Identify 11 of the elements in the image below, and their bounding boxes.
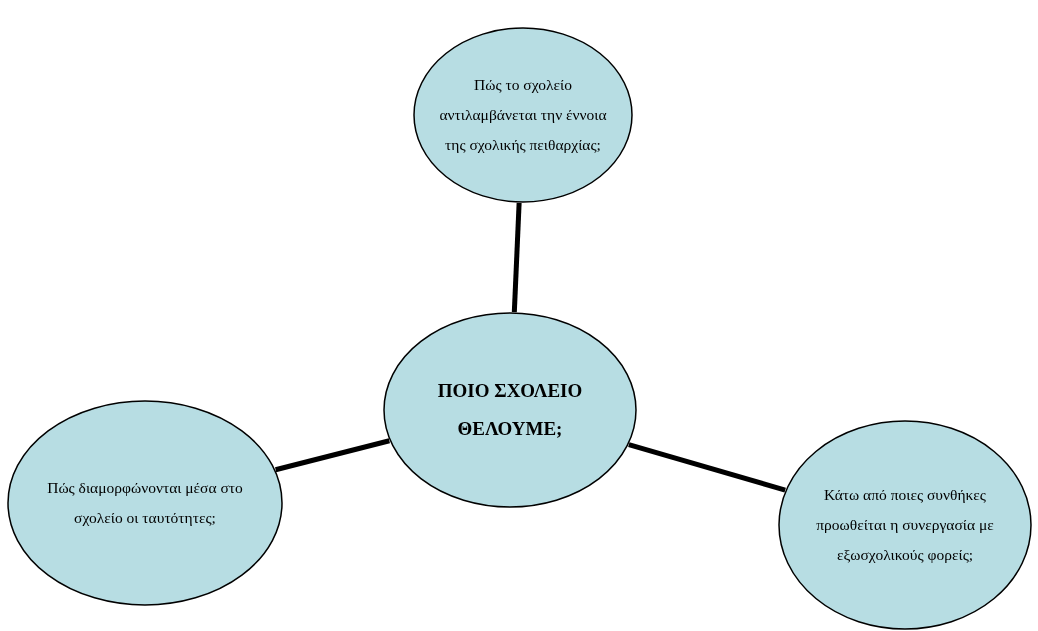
node-text: Πώς το σχολείο αντιλαμβάνεται την έννοια της σχολικής πειθαρχίας; xyxy=(438,75,608,155)
connector-line xyxy=(275,438,390,473)
ellipse-node xyxy=(413,27,633,203)
node-title: ΠΟΙΟ ΣΧΟΛΕΙΟ ΘΕΛΟΥΜΕ; xyxy=(436,379,584,441)
connector-line xyxy=(511,202,522,313)
connector-line xyxy=(628,442,786,493)
node-text: Κάτω από ποιες συνθήκες προωθείται η συνεργασία με εξωσχολικούς φορείς; xyxy=(815,485,995,565)
node-text: Πώς διαμορφώνονται μέσα στο σχολείο οι ταυτότητες; xyxy=(46,478,244,528)
ellipse-node xyxy=(383,312,637,508)
ellipse-node xyxy=(778,420,1032,630)
ellipse-node xyxy=(7,400,283,606)
